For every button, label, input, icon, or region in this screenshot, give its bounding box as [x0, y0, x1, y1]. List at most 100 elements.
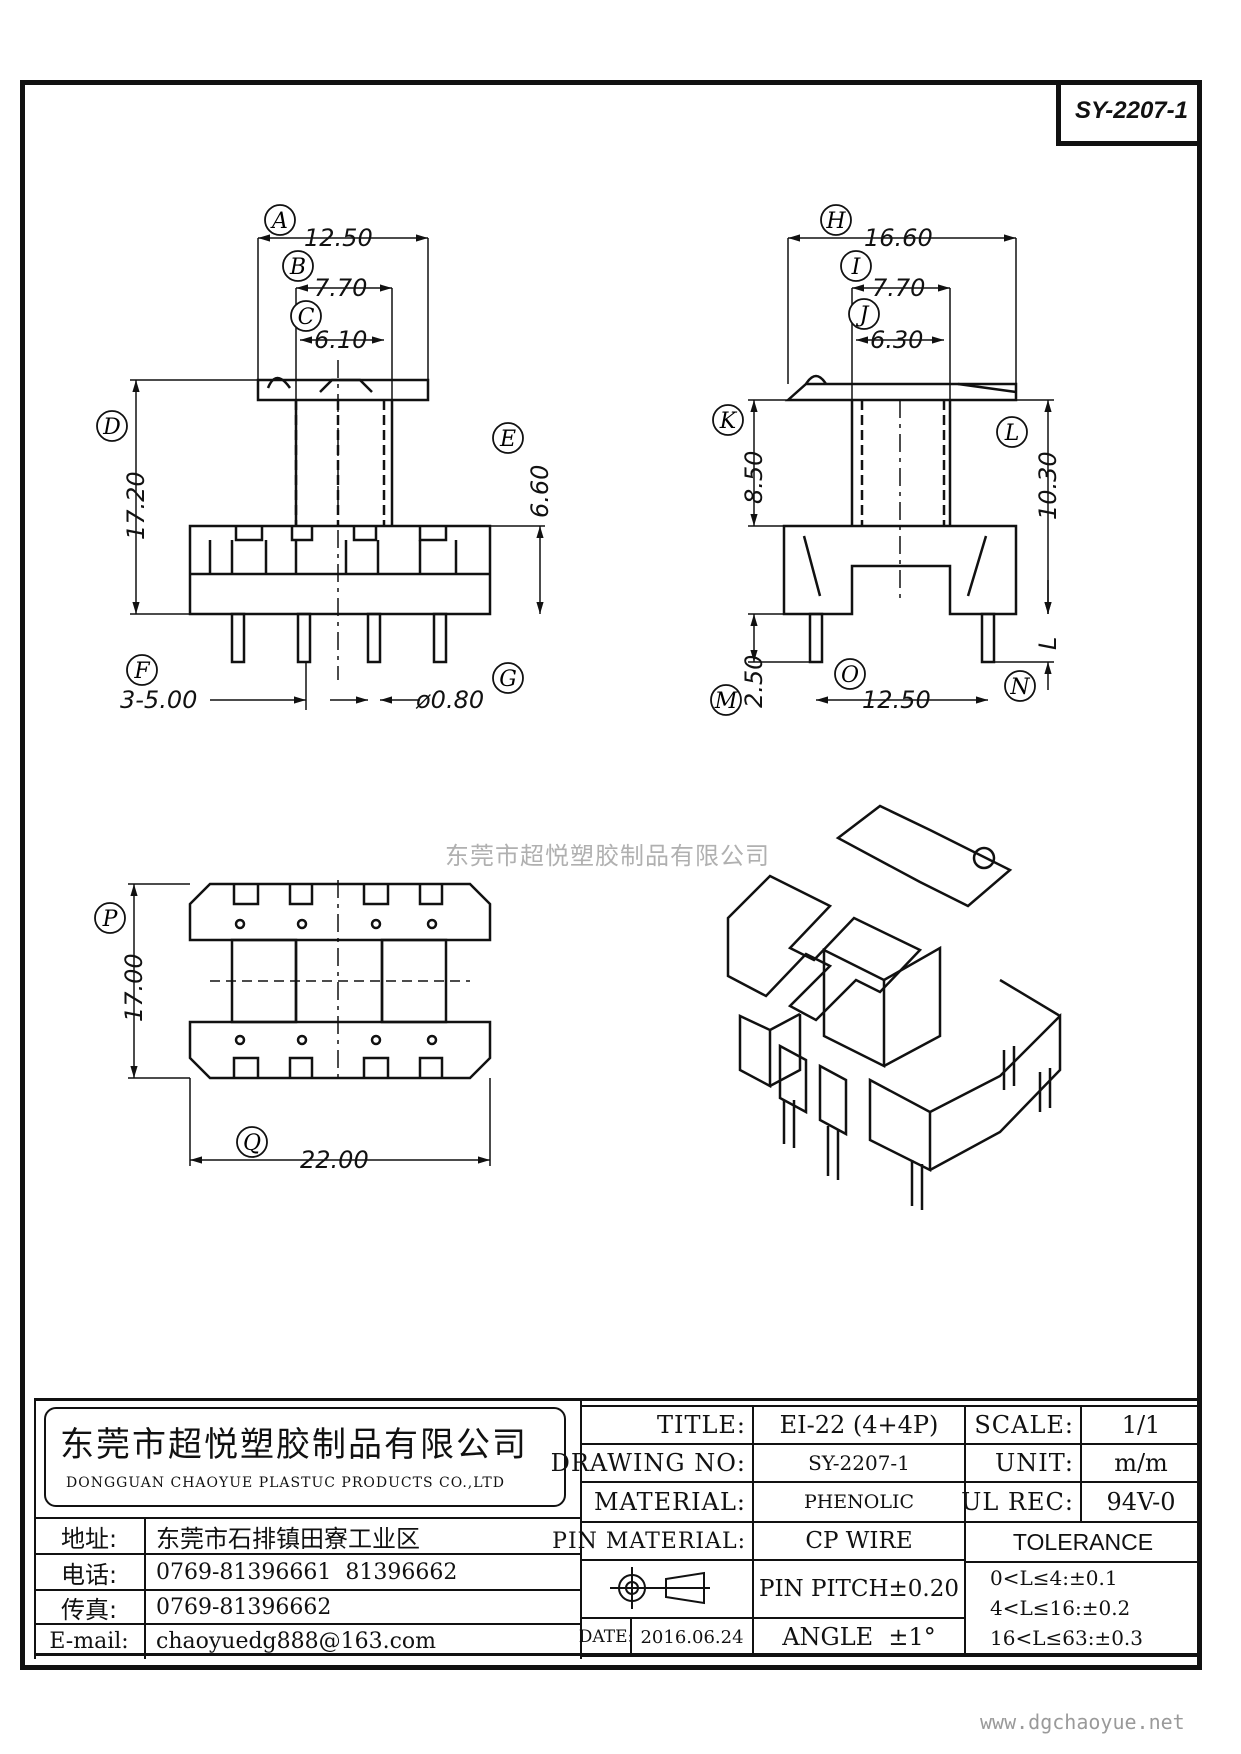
front-dimensions	[130, 234, 545, 710]
drawing-frame	[20, 80, 1202, 1670]
dim-h: 16.60	[864, 224, 933, 252]
balloon-g: G	[492, 662, 524, 694]
title-block: 东莞市超悦塑胶制品有限公司 DONGGUAN CHAOYUE PLASTUC P…	[34, 1398, 1202, 1659]
company-name-zh: 东莞市超悦塑胶制品有限公司	[60, 1425, 528, 1465]
fax-label: 传真:	[60, 1595, 118, 1624]
svg-text:F: F	[133, 659, 150, 684]
tolerance-row-3: 16<L≤63:±0.3	[990, 1626, 1143, 1650]
tolerance-row-1: 0<L≤4:±0.1	[990, 1566, 1118, 1590]
company-logo-box: 东莞市超悦塑胶制品有限公司 DONGGUAN CHAOYUE PLASTUC P…	[44, 1407, 566, 1507]
svg-text:M: M	[714, 689, 738, 714]
svg-text:K: K	[719, 409, 738, 434]
svg-text:E: E	[499, 427, 516, 452]
balloon-d: D	[96, 410, 128, 442]
pin-material-value: CP WIRE	[805, 1528, 913, 1554]
svg-text:L: L	[1004, 421, 1020, 446]
svg-text:Q: Q	[243, 1131, 261, 1156]
balloon-n: N	[1004, 670, 1036, 702]
ul-rec-label: UL REC:	[961, 1488, 1074, 1516]
website-url: www.dgchaoyue.net	[980, 1710, 1185, 1734]
svg-text:H: H	[825, 209, 846, 234]
unit-value: m/m	[1114, 1449, 1168, 1477]
svg-text:D: D	[102, 415, 121, 440]
dim-l-label: L	[1034, 637, 1062, 650]
pin-pitch: PIN PITCH±0.20	[758, 1576, 960, 1602]
material-label: MATERIAL:	[593, 1488, 746, 1516]
date-value: 2016.06.24	[640, 1626, 744, 1648]
balloon-i: I	[840, 250, 872, 282]
tolerance-label: TOLERANCE	[1012, 1528, 1154, 1555]
unit-label: UNIT:	[995, 1449, 1074, 1477]
material-value: PHENOLIC	[803, 1491, 915, 1513]
dim-d: 17.20	[122, 471, 150, 540]
svg-text:O: O	[841, 663, 859, 688]
balloon-q: Q	[236, 1126, 268, 1158]
dim-a: 12.50	[304, 224, 373, 252]
balloon-h: H	[820, 204, 852, 236]
dim-f: 3-5.00	[120, 686, 197, 714]
ul-rec-value: 94V-0	[1106, 1488, 1176, 1516]
email-label: E-mail:	[49, 1628, 129, 1654]
svg-text:C: C	[298, 305, 315, 330]
dim-k: 8.50	[740, 451, 768, 504]
address-label: 地址:	[60, 1524, 118, 1553]
svg-text:G: G	[499, 667, 517, 692]
scale-label: SCALE:	[974, 1411, 1074, 1439]
svg-text:N: N	[1009, 675, 1030, 700]
svg-text:A: A	[270, 209, 288, 234]
dim-j: 6.30	[870, 326, 923, 354]
scale-value: 1/1	[1121, 1411, 1161, 1439]
dim-b: 7.70	[314, 274, 367, 302]
svg-text:J: J	[856, 303, 870, 328]
bottom-view	[188, 880, 492, 1082]
address-value: 东莞市石排镇田寮工业区	[156, 1524, 420, 1553]
fax-value: 0769-81396662	[156, 1594, 332, 1620]
dim-p: 17.00	[120, 953, 148, 1022]
document-id: SY-2207-1	[1056, 80, 1202, 146]
date-label: DATE:	[578, 1627, 634, 1647]
balloon-k: K	[712, 404, 744, 436]
isometric-view	[726, 804, 1062, 1210]
bottom-dimensions	[128, 883, 491, 1166]
svg-text:I: I	[851, 255, 862, 280]
balloon-j: J	[848, 298, 880, 330]
drawing-no-label: DRAWING NO:	[550, 1449, 746, 1477]
balloon-a: A	[264, 204, 296, 236]
pin-material-label: PIN MATERIAL:	[552, 1528, 746, 1554]
dim-i: 7.70	[872, 274, 925, 302]
company-name-en: DONGGUAN CHAOYUE PLASTUC PRODUCTS CO.,LT…	[66, 1475, 505, 1491]
dim-e: 6.60	[526, 465, 554, 518]
dim-l: 10.30	[1034, 451, 1062, 520]
dimension-labels: 12.50 7.70 6.10 17.20 6.60 3-5.00 ø0.80 …	[120, 224, 1062, 1174]
balloon-c: C	[290, 300, 322, 332]
dim-m: 2.50	[740, 655, 768, 708]
front-view	[188, 360, 492, 680]
side-view	[782, 374, 1018, 664]
dim-g: ø0.80	[415, 686, 484, 714]
balloon-e: E	[492, 422, 524, 454]
email-value: chaoyuedg888@163.com	[156, 1628, 437, 1654]
drawing-no-value: SY-2207-1	[808, 1451, 910, 1475]
projection-symbol-icon	[610, 1567, 710, 1609]
balloon-l: L	[996, 416, 1028, 448]
phone-label: 电话:	[60, 1560, 118, 1589]
watermark: 东莞市超悦塑胶制品有限公司	[445, 842, 770, 870]
tolerance-row-2: 4<L≤16:±0.2	[990, 1596, 1131, 1620]
dim-q: 22.00	[300, 1146, 369, 1174]
balloon-b: B	[282, 250, 314, 282]
svg-text:B: B	[289, 255, 306, 280]
dim-o: 12.50	[862, 686, 931, 714]
side-dimensions	[748, 234, 1054, 704]
title-label: TITLE:	[656, 1411, 746, 1439]
angle-tolerance: ANGLE ±1°	[782, 1623, 936, 1651]
balloon-o: O	[834, 658, 866, 690]
balloon-f: F	[126, 654, 158, 686]
balloons: A B C D E F G H I J K L M N O P Q	[94, 204, 1036, 1158]
title-value: EI-22 (4+4P)	[779, 1411, 939, 1439]
balloon-p: P	[94, 902, 126, 934]
dim-c: 6.10	[314, 326, 367, 354]
svg-text:P: P	[102, 907, 119, 932]
balloon-m: M	[710, 684, 742, 716]
phone-value: 0769-81396661 81396662	[156, 1559, 458, 1585]
